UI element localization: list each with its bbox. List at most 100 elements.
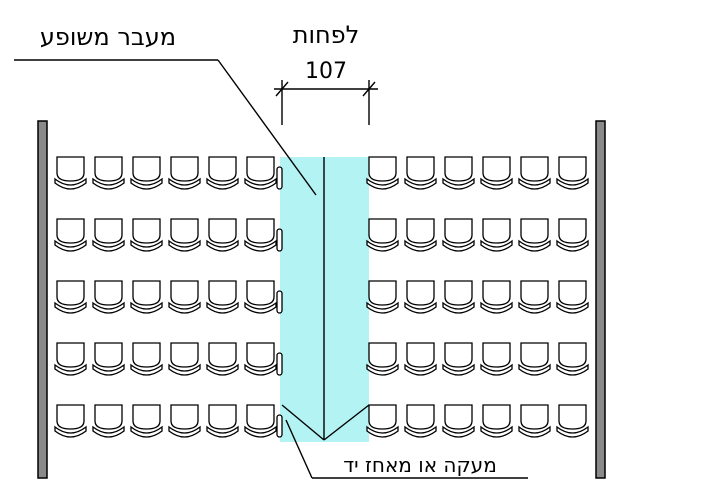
seat-base — [366, 177, 399, 190]
aisle-leader-diagonal — [217, 59, 317, 196]
min-width-label: לפחות — [293, 21, 360, 49]
seat-base — [206, 239, 239, 252]
seat-outline — [444, 218, 473, 244]
seating-area — [54, 156, 589, 438]
seat-base — [54, 177, 87, 190]
seat — [206, 280, 239, 314]
seat-outline — [246, 280, 275, 306]
seat — [92, 342, 125, 376]
seat-base — [556, 239, 589, 252]
seat — [480, 404, 513, 438]
seat-outline — [406, 156, 435, 182]
seat-outline — [132, 342, 161, 368]
seat — [168, 218, 201, 252]
seat-base — [168, 301, 201, 314]
seat-base — [404, 177, 437, 190]
seat — [366, 280, 399, 314]
seat-outline — [406, 218, 435, 244]
seat — [480, 342, 513, 376]
seat — [244, 404, 277, 438]
seat-outline — [482, 404, 511, 430]
seat-base — [130, 177, 163, 190]
seat-outline — [520, 404, 549, 430]
seat-outline — [520, 156, 549, 182]
seat — [442, 404, 475, 438]
seat-outline — [558, 218, 587, 244]
seat-base — [442, 363, 475, 376]
seat-outline — [444, 280, 473, 306]
seat-outline — [406, 404, 435, 430]
seat — [404, 218, 437, 252]
seat-base — [244, 363, 277, 376]
seat-outline — [208, 280, 237, 306]
seat — [54, 404, 87, 438]
seat — [556, 156, 589, 190]
seat-outline — [208, 218, 237, 244]
seat — [54, 342, 87, 376]
seat-outline — [170, 156, 199, 182]
seat — [556, 218, 589, 252]
seat — [442, 156, 475, 190]
seat-outline — [368, 218, 397, 244]
seat-outline — [208, 404, 237, 430]
seat-base — [480, 239, 513, 252]
seat-base — [518, 425, 551, 438]
seat-base — [404, 425, 437, 438]
seat-outline — [56, 156, 85, 182]
seat-outline — [406, 342, 435, 368]
seat — [54, 156, 87, 190]
seat — [206, 218, 239, 252]
seat-outline — [406, 280, 435, 306]
seat-base — [442, 425, 475, 438]
seat-outline — [520, 280, 549, 306]
seat — [366, 342, 399, 376]
seat-base — [480, 363, 513, 376]
seat-outline — [132, 156, 161, 182]
seat — [244, 156, 277, 190]
seat — [442, 218, 475, 252]
seat — [168, 404, 201, 438]
seat-base — [366, 239, 399, 252]
slope-arrow-right — [323, 404, 370, 441]
seat — [366, 156, 399, 190]
seat — [556, 280, 589, 314]
seat-outline — [368, 342, 397, 368]
slope-arrow-left — [281, 404, 325, 441]
seat-base — [244, 177, 277, 190]
seat — [244, 280, 277, 314]
seat-outline — [132, 218, 161, 244]
seat — [130, 218, 163, 252]
seat — [92, 218, 125, 252]
handrail — [276, 352, 283, 376]
seat-base — [168, 177, 201, 190]
seat-base — [556, 363, 589, 376]
seat — [168, 280, 201, 314]
seat-base — [404, 301, 437, 314]
seat-outline — [558, 404, 587, 430]
seat-outline — [56, 280, 85, 306]
seat-base — [54, 425, 87, 438]
seat-base — [404, 363, 437, 376]
seat-outline — [56, 342, 85, 368]
seat-base — [130, 239, 163, 252]
seat-base — [404, 239, 437, 252]
handrail — [276, 414, 283, 438]
seat-base — [518, 301, 551, 314]
seat-base — [244, 425, 277, 438]
seat-base — [130, 425, 163, 438]
seat-outline — [94, 218, 123, 244]
seat-outline — [482, 280, 511, 306]
seat-outline — [246, 342, 275, 368]
seat — [442, 280, 475, 314]
seat — [206, 156, 239, 190]
left-wall — [37, 120, 48, 479]
seat — [404, 404, 437, 438]
seat — [130, 342, 163, 376]
seat-outline — [132, 404, 161, 430]
seat-base — [556, 301, 589, 314]
seat-base — [206, 425, 239, 438]
seat-base — [206, 363, 239, 376]
handrail-label: מעקה או מאחז יד — [343, 453, 497, 477]
seat-base — [480, 425, 513, 438]
seat-base — [518, 177, 551, 190]
